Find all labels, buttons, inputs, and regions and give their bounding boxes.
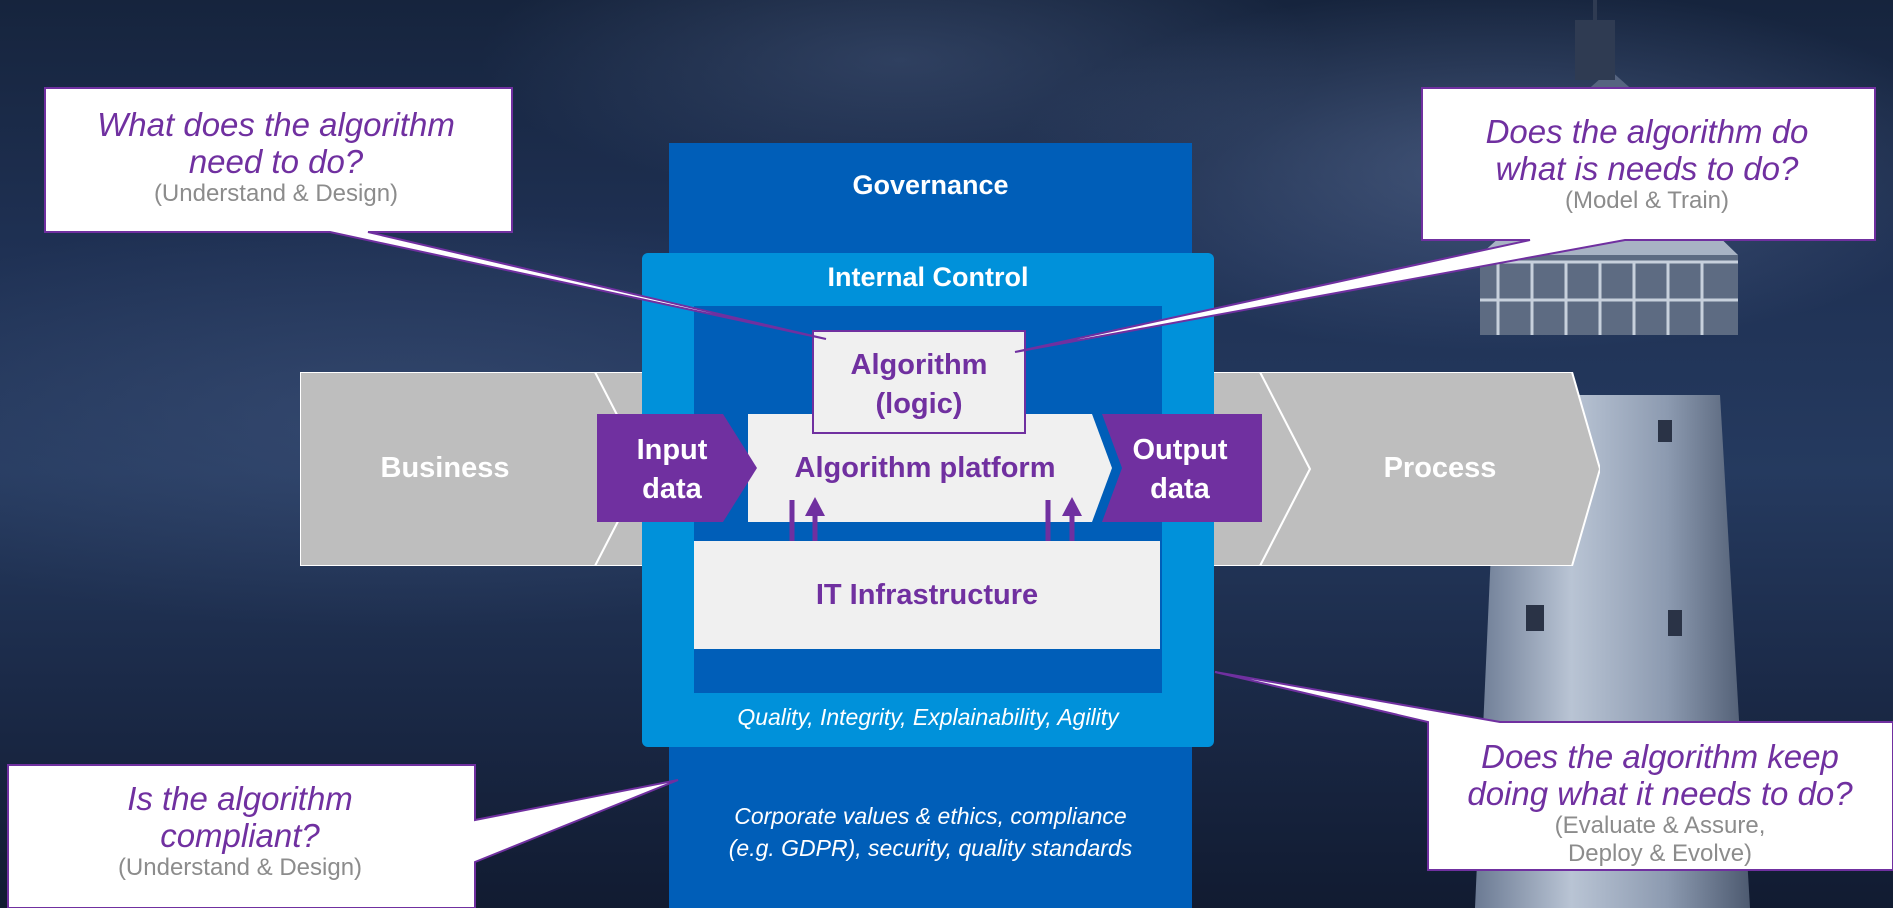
callout-compliant: Is the algorithm compliant? (Understand … [0,780,480,882]
callout-1-shape [44,87,827,340]
it-infrastructure-label: IT Infrastructure [815,579,1039,611]
internal-control-title: Internal Control [827,262,1029,292]
callout-3-stage: (Understand & Design) [117,854,363,881]
output-data-chevron [1102,414,1262,522]
callout-2-stage: (Model & Train) [1564,187,1730,214]
process-label: Process [1383,452,1497,484]
callout-3-shape [7,764,679,908]
governance-note-line2: (e.g. GDPR), security, quality standards [728,835,1133,861]
input-data-line2: data [642,473,702,505]
callout-1-question-line2: need to do? [188,143,364,180]
callout-2-shape [1014,87,1876,353]
callout-keep-doing: Does the algorithm keep doing what it ne… [1430,738,1890,868]
output-data-line2: data [1150,473,1210,505]
internal-control-note: Quality, Integrity, Explainability, Agil… [737,704,1119,730]
callout-4-question-line2: doing what it needs to do? [1467,775,1853,812]
callout-1-stage: (Understand & Design) [153,180,399,207]
callout-3-question-line1: Is the algorithm [127,780,353,817]
governance-note-line1: Corporate values & ethics, compliance [734,803,1127,829]
algorithm-logic-label: Algorithm (logic) [812,346,1026,424]
output-data-label: Output data [1100,431,1260,509]
algorithm-logic-box [812,330,1026,434]
governance-note: Corporate values & ethics, compliance (e… [669,800,1192,864]
algorithm-platform-chevron [748,414,1112,522]
callout-3-question-line2: compliant? [160,817,320,854]
callout-4-stage-line1: (Evaluate & Assure, [1554,812,1766,839]
callout-4-stage-line2: Deploy & Evolve) [1567,840,1753,867]
process-chevron [1258,372,1600,566]
callout-does-what-needed: Does the algorithm do what is needs to d… [1422,113,1872,215]
callout-what-to-do: What does the algorithm need to do? (Und… [47,106,505,208]
callout-2-question-line2: what is needs to do? [1495,150,1799,187]
input-data-chevron [597,414,757,522]
governance-title: Governance [852,170,1009,200]
callout-2-question-line1: Does the algorithm do [1485,113,1809,150]
output-data-line1: Output [1132,434,1228,466]
business-label: Business [380,452,510,484]
callout-4-question-line1: Does the algorithm keep [1481,738,1839,775]
callout-1-question-line1: What does the algorithm [97,106,455,143]
algorithm-logic-line1: Algorithm [850,349,988,381]
algorithm-platform-label: Algorithm platform [794,452,1056,484]
callout-4-shape [1214,671,1893,871]
input-data-line1: Input [636,434,708,466]
algorithm-logic-line2: (logic) [875,388,963,420]
input-data-label: Input data [597,431,747,509]
it-infrastructure-box [694,541,1160,649]
